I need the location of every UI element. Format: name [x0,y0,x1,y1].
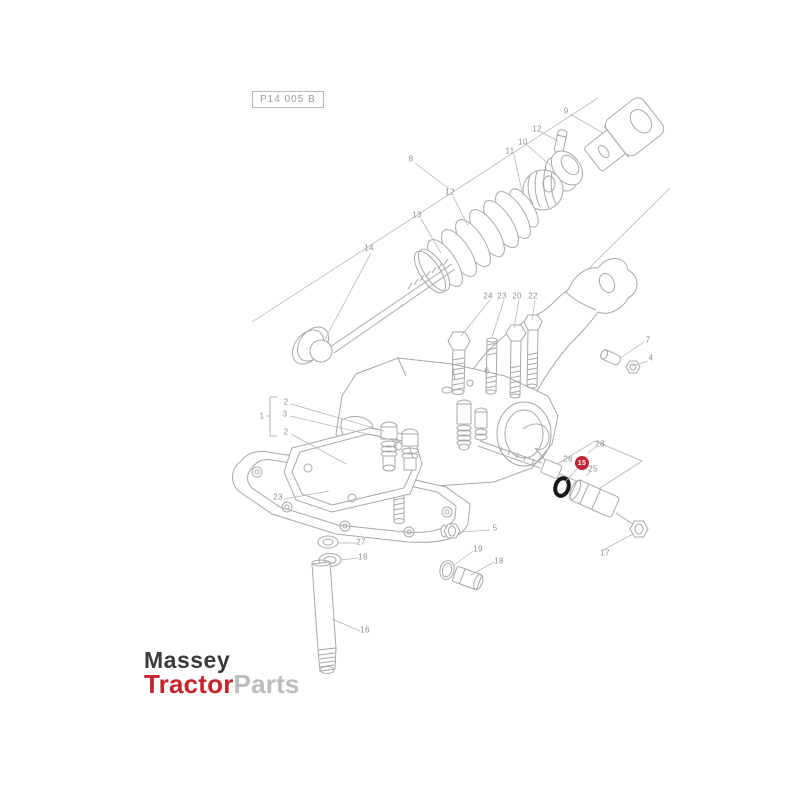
part-9-cylinder [584,97,665,172]
mounting-bolts [447,314,543,399]
part-13-spring [413,188,539,294]
item-1-bracket [266,396,277,437]
part-16-link-rod [311,559,337,674]
bolt-22 [523,314,543,389]
bolt-20 [505,324,527,399]
diagram-code-box: P14 005 B [252,91,324,108]
part-15-o-ring [553,476,571,498]
bolt-24 [447,331,471,395]
diagram-code-label: P14 005 B [260,94,316,105]
part-19-oring-part-18-plug [439,560,484,591]
brand-line2-red: Tractor [144,669,234,699]
leveling-shaft-group [477,423,649,538]
leader-lines [283,113,649,632]
part-14-threaded-rod [291,258,456,365]
brand-line2-gray: Parts [233,669,300,699]
part-12-roll-pin [553,129,568,154]
stud-23 [485,337,498,395]
part-11-splined-ball [522,168,564,211]
brand-watermark: Massey TractorParts [144,647,300,698]
part-5-plug [440,523,461,539]
brand-line1: Massey [144,647,231,673]
brand-line2: TractorParts [144,671,300,697]
part-7-pin-and-part-4-nut [600,349,641,374]
valve-plunger-assemblies [380,399,488,472]
